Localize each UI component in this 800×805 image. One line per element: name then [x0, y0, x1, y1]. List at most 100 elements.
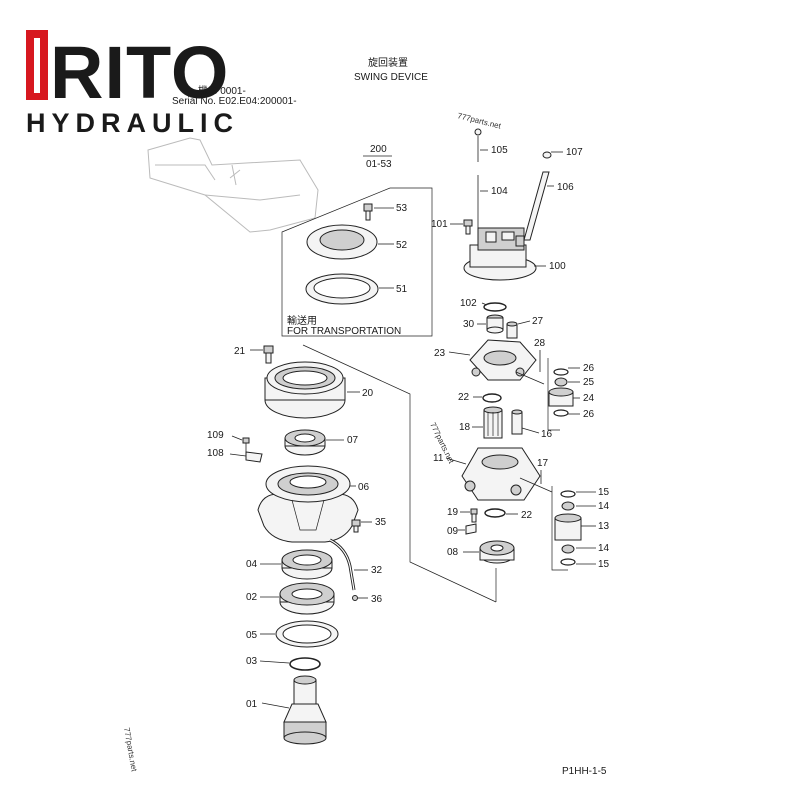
callout-18: 18 [459, 422, 471, 433]
part-23-carrier [469, 339, 537, 381]
ref-number: 200 [370, 144, 387, 155]
part-14-needle-bearing-upper [561, 501, 575, 511]
part-02-bearing [279, 582, 335, 615]
part-35-fitting [351, 519, 361, 533]
part-22-upper-o-ring [482, 393, 502, 403]
part-14-needle-bearing-lower [561, 544, 575, 554]
watermark-bottom: 777parts.net [122, 727, 139, 773]
callout-102: 102 [460, 298, 477, 309]
part-108-clip [245, 451, 263, 463]
part-28-pin [515, 371, 545, 385]
box-caption-english: FOR TRANSPORTATION [287, 326, 401, 337]
part-04-bearing [281, 549, 333, 580]
logo-subtitle: HYDRAULIC [26, 108, 239, 138]
callout-35: 35 [375, 517, 387, 528]
callout-11: 11 [433, 453, 444, 464]
part-09-lock-plate [465, 523, 477, 535]
part-109-bolt [242, 437, 250, 452]
callout-107: 107 [566, 147, 583, 158]
callout-05: 05 [246, 630, 258, 641]
callout-01: 01 [246, 699, 258, 710]
callout-27: 27 [532, 316, 544, 327]
callout-14-upper: 14 [598, 501, 610, 512]
excavator-outline [147, 137, 319, 233]
logo-word: RITO [50, 31, 229, 114]
callout-25: 25 [583, 377, 595, 388]
callout-15-lower: 15 [598, 559, 610, 570]
callout-101: 101 [431, 219, 448, 230]
callout-21: 21 [234, 346, 246, 357]
part-26-thrust-washer-lower [553, 409, 569, 417]
part-18-sun-gear [483, 406, 503, 439]
callout-09: 09 [447, 526, 459, 537]
part-51-gasket [305, 273, 379, 305]
logo-red-highlight [34, 38, 40, 93]
box-caption-japanese: 輸送用 [287, 314, 317, 327]
callout-108: 108 [207, 448, 224, 459]
callout-08: 08 [447, 547, 459, 558]
callout-26-lower: 26 [583, 409, 595, 420]
callout-04: 04 [246, 559, 258, 570]
part-21-bolt [263, 345, 274, 364]
title-english: SWING DEVICE [354, 72, 428, 83]
part-102-o-ring [483, 302, 507, 312]
brand-logo: RITO HYDRAULIC [26, 30, 239, 138]
part-53-bolt [363, 203, 373, 221]
part-15-thrust-washer-upper [560, 490, 576, 498]
part-22-lower-o-ring [484, 508, 506, 518]
callout-32: 32 [371, 565, 383, 576]
callout-13: 13 [598, 521, 610, 532]
callout-02: 02 [246, 592, 258, 603]
callout-106: 106 [557, 182, 574, 193]
callout-53: 53 [396, 203, 408, 214]
part-19-bolt [470, 508, 478, 523]
callout-20: 20 [362, 388, 374, 399]
model-line-2: Serial No. E02.E04:200001- [172, 96, 297, 107]
callout-28: 28 [534, 338, 546, 349]
title-japanese: 旋回装置 [368, 56, 408, 69]
callout-26-upper: 26 [583, 363, 595, 374]
part-01-pinion-shaft [283, 675, 327, 745]
part-16-pin [511, 409, 523, 435]
part-105-plug [474, 128, 482, 162]
page-code: P1HH-1-5 [562, 766, 607, 777]
part-05-oil-seal [275, 620, 339, 648]
part-32-hose [329, 538, 356, 591]
transportation-box [281, 187, 433, 337]
callout-22-upper: 22 [458, 392, 470, 403]
callout-36: 36 [371, 594, 383, 605]
part-03-o-ring [289, 657, 321, 671]
callout-06: 06 [358, 482, 370, 493]
part-36-plug [352, 595, 358, 601]
callout-23: 23 [434, 348, 446, 359]
callout-109: 109 [207, 430, 224, 441]
callout-24: 24 [583, 393, 595, 404]
callout-07: 07 [347, 435, 359, 446]
part-30-gear [486, 314, 504, 334]
part-11-carrier [461, 447, 541, 501]
part-100-swing-motor [463, 227, 537, 281]
part-27-pin [506, 321, 518, 339]
callout-19: 19 [447, 507, 459, 518]
part-13-planet-gear [554, 513, 582, 541]
callout-03: 03 [246, 656, 258, 667]
callout-51: 51 [396, 284, 408, 295]
callout-52: 52 [396, 240, 408, 251]
part-08-nut [479, 540, 515, 564]
callout-14-lower: 14 [598, 543, 610, 554]
watermark-top: 777parts.net [457, 111, 503, 131]
part-15-thrust-washer-lower [560, 558, 576, 566]
callout-15-upper: 15 [598, 487, 610, 498]
callout-104: 104 [491, 186, 508, 197]
part-107-cap [542, 151, 552, 159]
callout-30: 30 [463, 319, 475, 330]
part-25-needle-bearing [554, 377, 568, 387]
part-106-pipe [523, 171, 550, 241]
callout-105: 105 [491, 145, 508, 156]
part-20-ring-gear [264, 361, 346, 419]
part-101-bolt [463, 219, 473, 235]
callout-100: 100 [549, 261, 566, 272]
part-24-planet-gear [548, 387, 574, 407]
